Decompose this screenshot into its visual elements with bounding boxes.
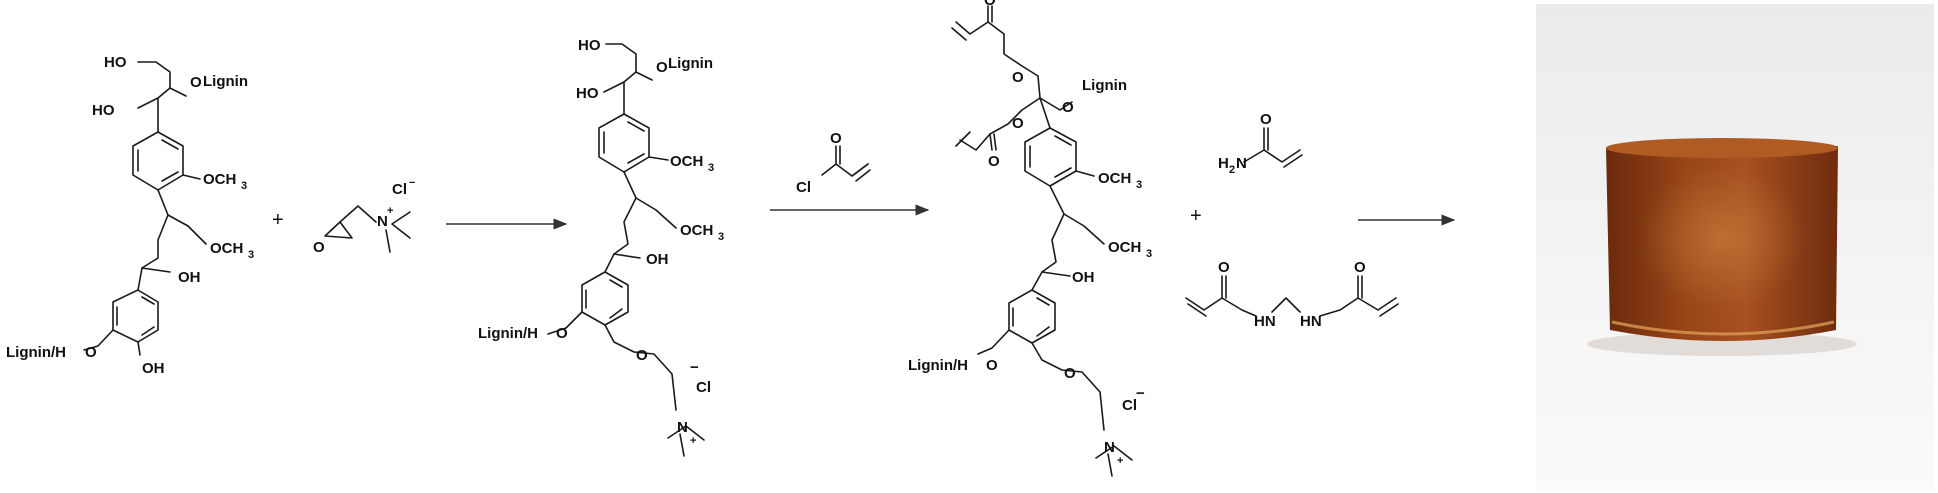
quaternized-lignin-molecule: HO O Lignin HO OCH 3 OCH 3 OH Lignin/H O… <box>478 37 724 457</box>
amine-label: H <box>1218 155 1229 172</box>
subscript-label: 2 <box>1229 164 1235 176</box>
oxygen-label: O <box>984 0 996 9</box>
lignin-label: Lignin <box>203 73 248 90</box>
methoxy-label: OCH <box>1098 170 1131 187</box>
oxygen-label: O <box>1062 99 1074 116</box>
plus-sign: + <box>1190 205 1202 227</box>
oxygen-label: O <box>1012 115 1024 132</box>
charge-label: − <box>1136 385 1145 402</box>
acrylamide-reagent: H 2 N O <box>1218 111 1303 176</box>
lignin-molecule: HO O Lignin HO OCH 3 OCH 3 OH Lignin/H O… <box>6 54 254 377</box>
amide-nh-label: HN <box>1300 313 1322 330</box>
hydroxyl-label: HO <box>576 85 599 102</box>
subscript-label: 3 <box>718 231 724 243</box>
chloride-label: Cl <box>796 179 811 196</box>
hydroxyl-label: HO <box>578 37 601 54</box>
hydroxyl-label: OH <box>142 360 165 377</box>
amine-label: N <box>1236 155 1247 172</box>
methoxy-label: OCH <box>680 222 713 239</box>
bisacrylamide-crosslinker: HN HN O O <box>1185 259 1399 330</box>
oxygen-label: O <box>1218 259 1230 276</box>
subscript-label: 3 <box>1136 179 1142 191</box>
oxygen-label: O <box>656 59 668 76</box>
methoxy-label: OCH <box>203 171 236 188</box>
hydroxyl-label: OH <box>646 251 669 268</box>
charge-label: + <box>387 205 393 217</box>
subscript-label: 3 <box>241 180 247 192</box>
oxygen-label: O <box>1260 111 1272 128</box>
subscript-label: 3 <box>708 162 714 174</box>
subscript-label: 3 <box>1146 248 1152 260</box>
charge-label: − <box>690 359 699 376</box>
lignin-label: Lignin <box>1082 77 1127 94</box>
hydroxyl-label: HO <box>92 102 115 119</box>
amide-nh-label: HN <box>1254 313 1276 330</box>
oxygen-label: O <box>556 325 568 342</box>
nitrogen-label: N <box>1104 439 1115 456</box>
plus-sign: + <box>272 209 284 231</box>
subscript-label: 3 <box>248 249 254 261</box>
chloride-label: Cl <box>696 379 711 396</box>
oxygen-label: O <box>636 347 648 364</box>
hydroxyl-label: HO <box>104 54 127 71</box>
methoxy-label: OCH <box>1108 239 1141 256</box>
oxygen-label: O <box>313 239 325 256</box>
oxygen-label: O <box>190 74 202 91</box>
methoxy-label: OCH <box>670 153 703 170</box>
epoxide-reagent: O N + Cl − <box>313 177 415 256</box>
acryloyl-chloride-reagent: Cl O <box>796 130 871 196</box>
lignin-h-label: Lignin/H <box>908 357 968 374</box>
charge-label: + <box>690 435 696 447</box>
hydroxyl-label: OH <box>178 269 201 286</box>
lignin-h-label: Lignin/H <box>478 325 538 342</box>
chloride-label: Cl <box>1122 397 1137 414</box>
oxygen-label: O <box>986 357 998 374</box>
lignin-h-label: Lignin/H <box>6 344 66 361</box>
nitrogen-label: N <box>677 419 688 436</box>
hydrogel-photo <box>1536 4 1934 491</box>
oxygen-label: O <box>1012 69 1024 86</box>
oxygen-label: O <box>988 153 1000 170</box>
acrylated-lignin-molecule: O O Lignin O O O OCH 3 OCH 3 OH Lignin/H… <box>908 0 1152 477</box>
charge-label: − <box>409 177 415 189</box>
chloride-label: Cl <box>392 181 407 198</box>
oxygen-label: O <box>830 130 842 147</box>
lignin-label: Lignin <box>668 55 713 72</box>
nitrogen-label: N <box>377 213 388 230</box>
oxygen-label: O <box>1354 259 1366 276</box>
methoxy-label: OCH <box>210 240 243 257</box>
hydroxyl-label: OH <box>1072 269 1095 286</box>
charge-label: + <box>1117 455 1123 467</box>
oxygen-label: O <box>1064 365 1076 382</box>
oxygen-label: O <box>85 344 97 361</box>
